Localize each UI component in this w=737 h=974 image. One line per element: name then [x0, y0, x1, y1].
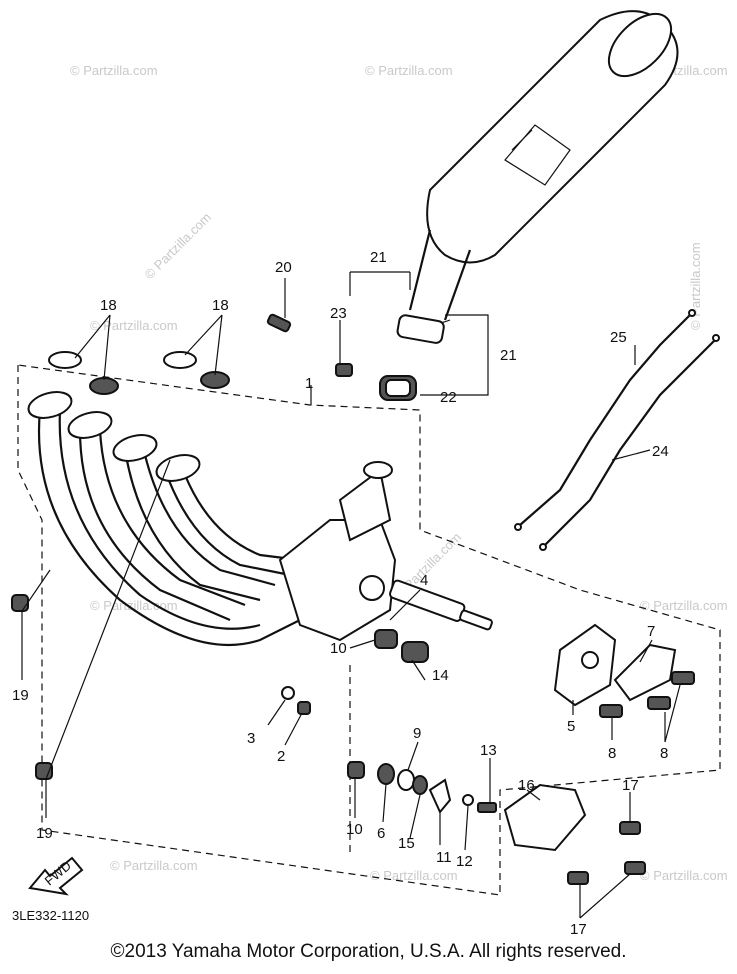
washer-9	[397, 769, 415, 791]
callout-8: 8	[608, 745, 616, 762]
washer-6	[377, 763, 395, 785]
assembly-boundary	[17, 364, 721, 896]
callout-24: 24	[652, 443, 669, 460]
callout-14: 14	[432, 667, 449, 684]
nut-19	[11, 594, 29, 612]
callout-10: 10	[330, 640, 347, 657]
screw-17	[619, 821, 641, 835]
pulley-cover-16	[503, 783, 587, 852]
bolt-2	[297, 701, 311, 715]
watermark: © Partzilla.com	[90, 318, 178, 333]
copyright-notice: ©2013 Yamaha Motor Corporation, U.S.A. A…	[110, 941, 627, 962]
bolt-8	[647, 696, 671, 710]
callout-15: 15	[398, 835, 415, 852]
callout-21: 21	[370, 249, 387, 266]
callout-16: 16	[518, 777, 535, 794]
lever-11	[428, 778, 452, 814]
small-parts	[11, 313, 646, 885]
callout-17: 17	[622, 777, 639, 794]
callout-9: 9	[413, 725, 421, 742]
exhaust-header-pipes	[27, 391, 397, 647]
callout-18: 18	[212, 297, 229, 314]
callout-1: 1	[305, 375, 313, 392]
callouts: 1 2 3 4 5 6 7 8 8 9 10 10 11 12 13 14 15…	[12, 249, 669, 938]
callout-17: 17	[570, 921, 587, 938]
spring-15	[412, 775, 428, 795]
callout-3: 3	[247, 730, 255, 747]
throttle-cables	[514, 309, 720, 551]
callout-13: 13	[480, 742, 497, 759]
bolt-8	[671, 671, 695, 685]
callout-19: 19	[36, 825, 53, 842]
muffler	[396, 10, 679, 344]
callout-25: 25	[610, 329, 627, 346]
screw-23	[335, 363, 353, 377]
watermark: © Partzilla.com	[110, 858, 198, 873]
callout-20: 20	[275, 259, 292, 276]
diagram-code: 3LE332-1120	[12, 908, 89, 923]
watermark: © Partzilla.com	[365, 63, 453, 78]
callout-18: 18	[100, 297, 117, 314]
leader-lines	[21, 271, 681, 919]
callout-12: 12	[456, 853, 473, 870]
watermark: © Partzilla.com	[640, 598, 728, 613]
callout-5: 5	[567, 718, 575, 735]
fwd-arrow: FWD	[28, 856, 84, 896]
bolt-8	[599, 704, 623, 718]
gasket-18	[48, 351, 82, 369]
watermark: © Partzilla.com	[688, 242, 703, 330]
watermark: © Partzilla.com	[370, 868, 458, 883]
bolt-20	[266, 313, 292, 333]
callout-19: 19	[12, 687, 29, 704]
gasket-18	[163, 351, 197, 369]
callout-8: 8	[660, 745, 668, 762]
exhaust-valve-shaft	[388, 579, 493, 631]
watermark: © Partzilla.com	[70, 63, 158, 78]
callout-23: 23	[330, 305, 347, 322]
callout-21: 21	[500, 347, 517, 364]
watermark: © Partzilla.com	[640, 868, 728, 883]
callout-4: 4	[420, 572, 428, 589]
bush-10	[374, 629, 398, 649]
callout-7: 7	[647, 623, 655, 640]
callout-6: 6	[377, 825, 385, 842]
screw-17	[624, 861, 646, 875]
callout-11: 11	[436, 849, 452, 866]
pulley-housing	[553, 623, 695, 718]
watermark: © Partzilla.com	[142, 210, 215, 283]
collar-10	[347, 761, 365, 779]
callout-22: 22	[440, 389, 457, 406]
gasket-18	[89, 377, 119, 395]
washer-3	[281, 686, 295, 700]
bolt-13	[477, 802, 497, 813]
circlip-12	[462, 794, 474, 806]
callout-10: 10	[346, 821, 363, 838]
screw-17	[567, 871, 589, 885]
bush-14	[401, 641, 429, 663]
callout-2: 2	[277, 748, 285, 765]
